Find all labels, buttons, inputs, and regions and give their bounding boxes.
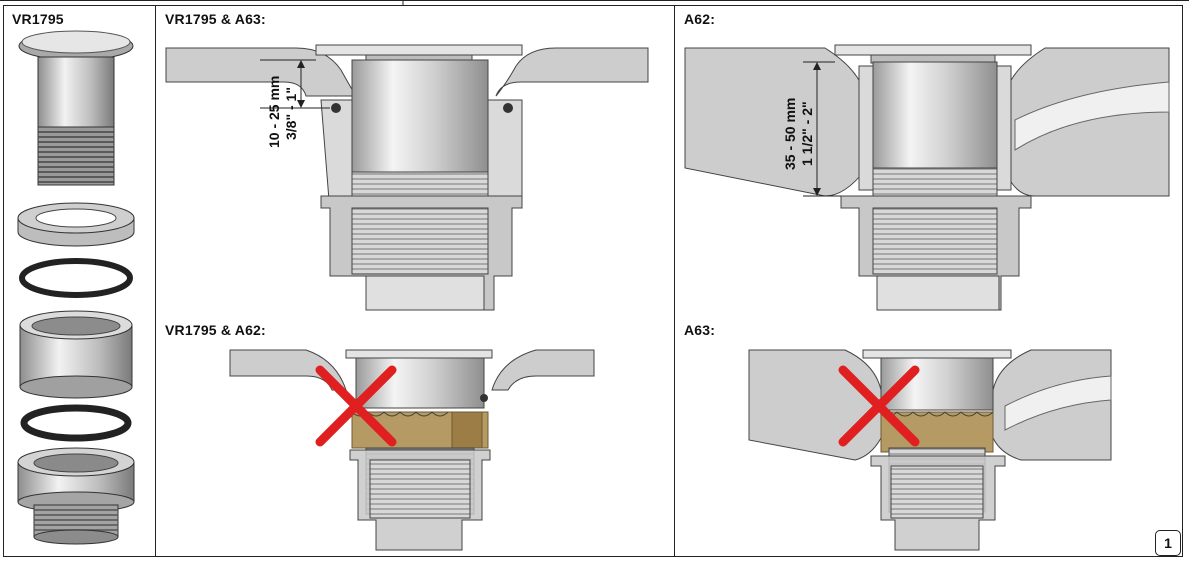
vr1795-a62-diagram xyxy=(229,349,595,551)
o-ring-icon xyxy=(19,258,133,298)
rubber-seal-icon xyxy=(20,404,132,442)
pop-up-waste-icon xyxy=(18,30,134,186)
dimension-in: 1 1/2" - 2" xyxy=(799,101,815,166)
back-nut-icon xyxy=(17,447,135,545)
vr1795-a63-diagram: 10 - 25 mm 3/8" - 1" xyxy=(165,44,649,311)
vr1795-a62-label: VR1795 & A62: xyxy=(165,322,266,338)
divider-parts xyxy=(155,5,156,556)
a62-diagram: 35 - 50 mm 1 1/2" - 2" xyxy=(684,44,1170,311)
dimension-mm: 10 - 25 mm xyxy=(266,76,282,148)
a63-label: A63: xyxy=(684,322,716,338)
divider-middle xyxy=(674,5,675,556)
diagram-frame xyxy=(3,5,1183,557)
cross-icon xyxy=(838,365,920,447)
parts-exploded-view xyxy=(17,30,135,545)
sleeve-ring-icon xyxy=(19,310,133,399)
dimension-in: 3/8" - 1" xyxy=(283,87,299,140)
flat-washer-icon xyxy=(17,202,135,247)
top-edge xyxy=(0,0,1189,5)
a63-diagram xyxy=(748,349,1112,551)
a62-label: A62: xyxy=(684,11,716,27)
vr1795-a63-label: VR1795 & A63: xyxy=(165,11,266,27)
parts-label: VR1795 xyxy=(12,11,64,27)
page-number: 1 xyxy=(1155,530,1181,556)
dimension-mm: 35 - 50 mm xyxy=(782,98,798,170)
cross-icon xyxy=(315,365,397,447)
